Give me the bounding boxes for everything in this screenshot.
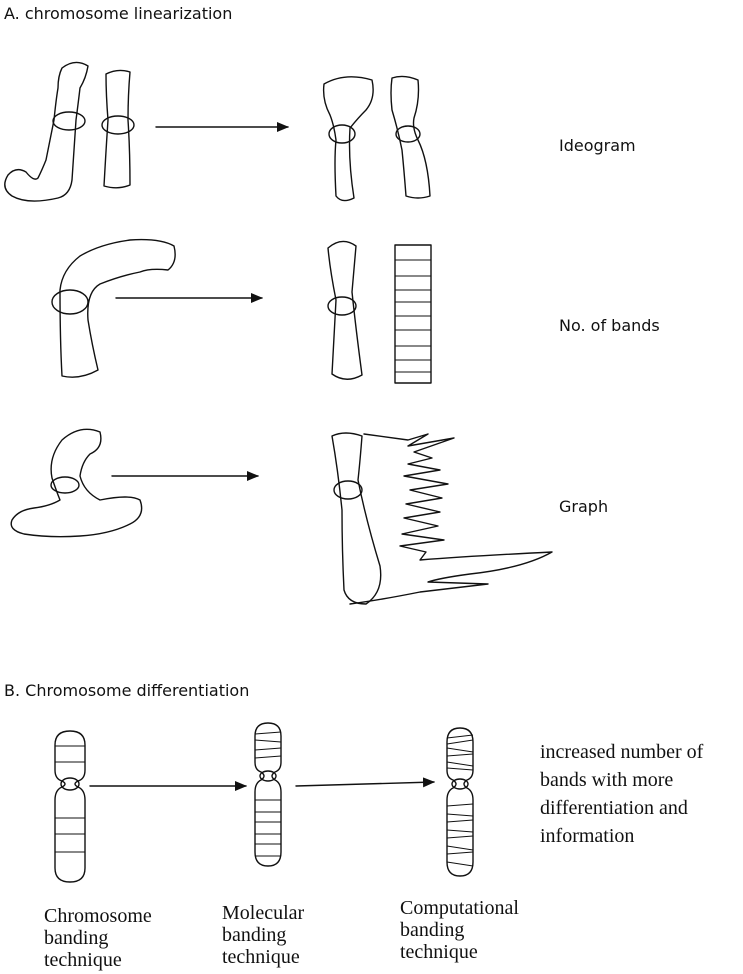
section-b-arrow-2 <box>295 777 435 788</box>
row3-curved-chromosome <box>10 428 143 538</box>
technique-molecular-banding: Molecular banding technique <box>222 902 305 968</box>
technique-computational-banding: Computational banding technique <box>400 897 519 963</box>
technique-chromosome-banding: Chromosome banding technique <box>44 905 152 971</box>
row2-curved-chromosome <box>51 238 176 378</box>
section-a-title: A. chromosome linearization <box>4 4 233 23</box>
idiogram-chromosome-banding <box>54 730 86 883</box>
section-b-title: B. Chromosome differentiation <box>4 681 250 700</box>
row1-bent-chromosome-straight <box>101 69 135 189</box>
label-no-of-bands: No. of bands <box>559 316 660 335</box>
row1-linear-chromosome-a <box>322 76 374 202</box>
row2-band-ladder <box>394 244 432 384</box>
row1-bent-chromosome-hook <box>4 61 89 202</box>
idiogram-computational-banding <box>446 727 474 877</box>
label-graph: Graph <box>559 497 609 516</box>
label-ideogram: Ideogram <box>559 136 636 155</box>
row3-intensity-graph <box>349 433 553 605</box>
row1-linear-chromosome-b <box>390 75 431 199</box>
idiogram-molecular-banding <box>254 722 282 867</box>
row2-linear-chromosome <box>327 240 363 380</box>
row3-linear-chromosome <box>331 432 382 605</box>
differentiation-note: increased number of bands with more diff… <box>540 741 704 847</box>
